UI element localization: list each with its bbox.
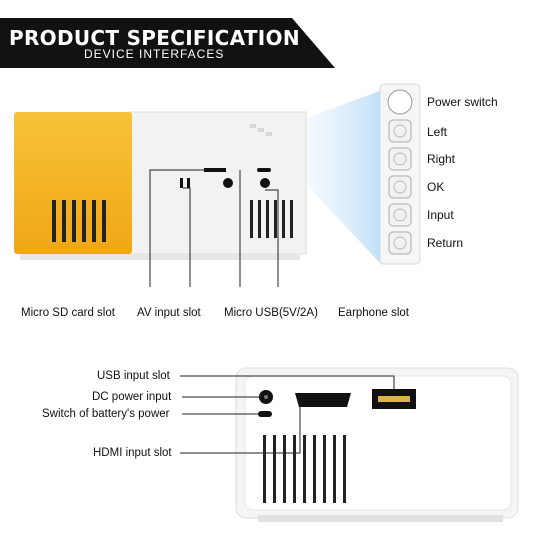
page-subtitle: DEVICE INTERFACES bbox=[84, 47, 225, 61]
dc-power-label: DC power input bbox=[92, 391, 172, 403]
micro-usb-label: Micro USB(5V/2A) bbox=[224, 307, 318, 319]
earphone-label: Earphone slot bbox=[338, 307, 409, 319]
power-switch-label: Power switch bbox=[427, 95, 498, 109]
projector-side-view bbox=[14, 111, 307, 260]
return-button-label: Return bbox=[427, 236, 464, 250]
usb-input-label: USB input slot bbox=[97, 370, 170, 382]
input-button-label: Input bbox=[427, 208, 454, 222]
ok-button-label: OK bbox=[427, 180, 445, 194]
left-button-label: Left bbox=[427, 125, 448, 139]
battery-switch-label: Switch of battery's power bbox=[42, 408, 170, 420]
light-beam bbox=[288, 90, 382, 265]
button-panel bbox=[379, 83, 421, 265]
micro-sd-label: Micro SD card slot bbox=[21, 307, 115, 319]
av-input-label: AV input slot bbox=[137, 307, 201, 319]
projector-back-view bbox=[235, 367, 519, 522]
right-button-label: Right bbox=[427, 152, 456, 166]
banner-background bbox=[0, 18, 335, 68]
page-title: PRODUCT SPECIFICATION bbox=[9, 26, 300, 50]
hdmi-input-label: HDMI input slot bbox=[93, 447, 172, 459]
